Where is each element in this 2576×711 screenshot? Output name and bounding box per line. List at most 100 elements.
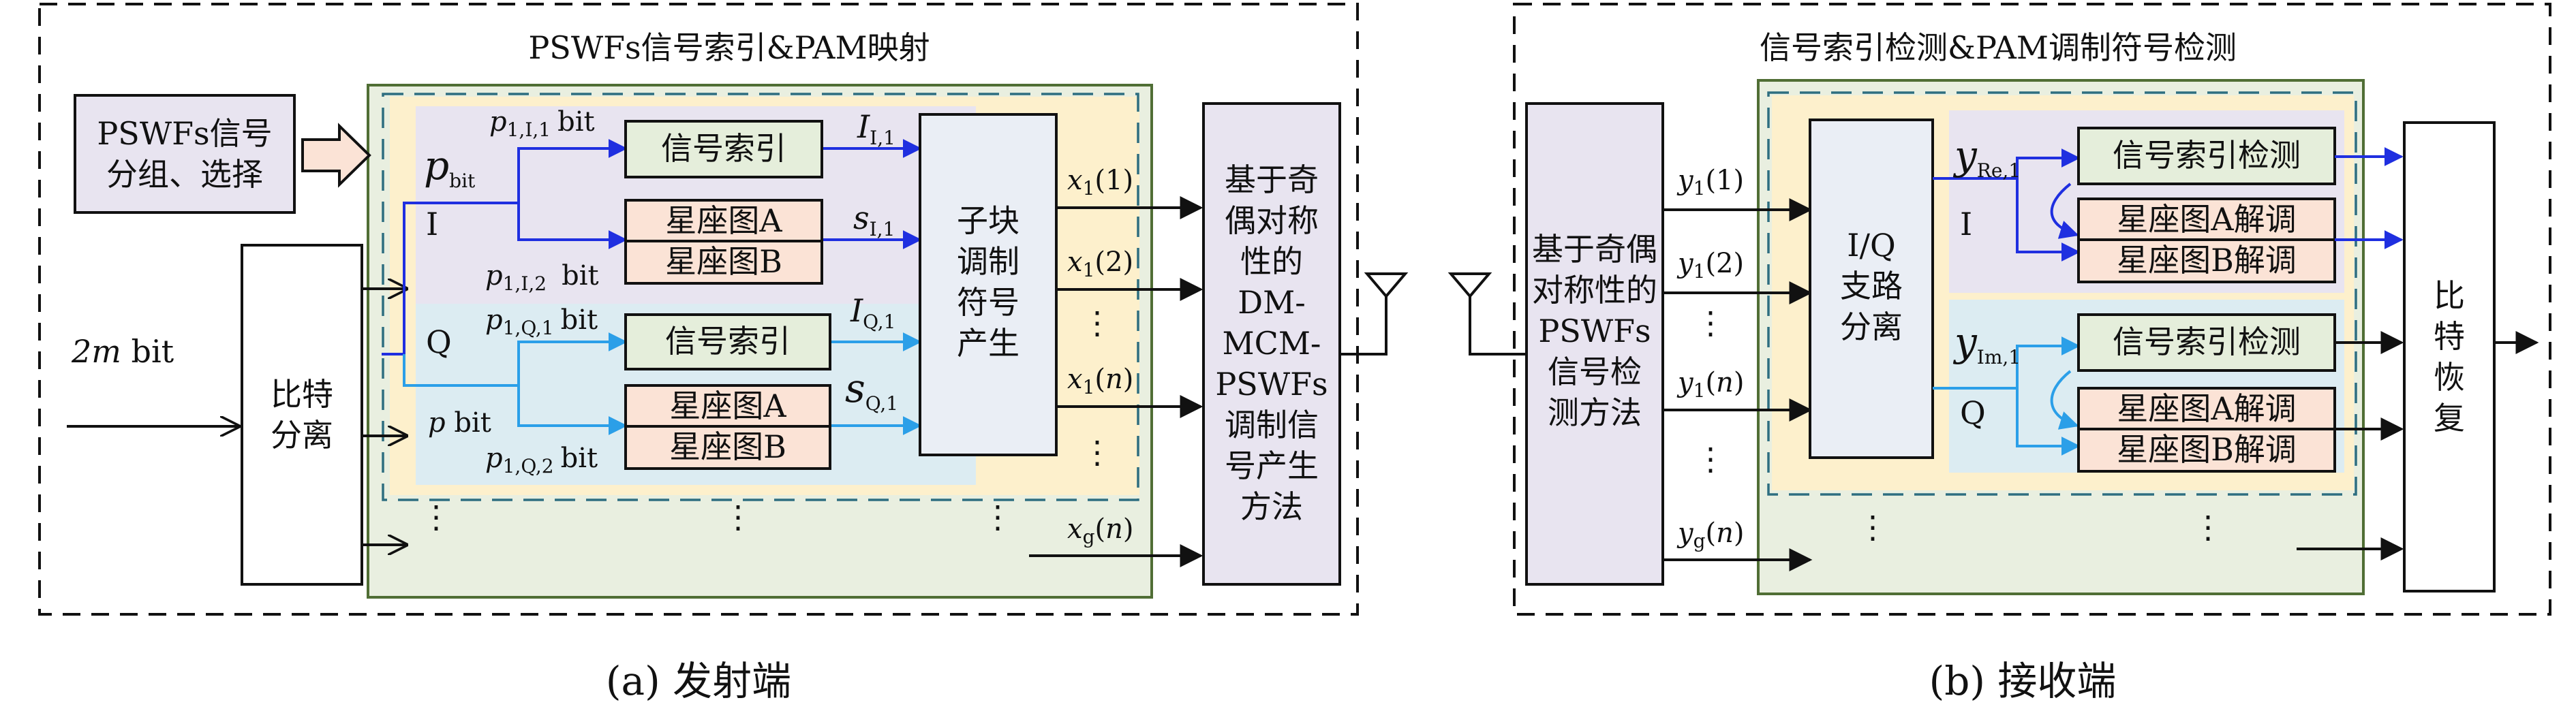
recover-line3: 恢	[2434, 359, 2465, 396]
tx-antenna-icon	[1364, 272, 1409, 299]
rx-q-demod-a-text: 星座图A解调	[2117, 390, 2296, 427]
subblock-line4: 产生	[957, 325, 1019, 362]
rx-q-curve	[2050, 370, 2079, 430]
y-dots-2: ⋮	[1695, 441, 1726, 477]
s-q1-label: sQ,1	[845, 365, 898, 415]
recover-line2: 特	[2434, 318, 2465, 355]
tx-i-const-b-box	[624, 240, 823, 285]
q-path-const	[517, 385, 628, 435]
tx-i-signal-index-box	[624, 120, 823, 178]
recover-line1: 比	[2434, 277, 2465, 314]
hollow-arrow	[301, 123, 371, 188]
receiver-section: 信号索引检测&PAM调制符号检测 基于奇偶 对称性的 PSWFs 信号检 测方法…	[1447, 3, 2551, 704]
subblock-mod-box	[919, 113, 1058, 456]
bit-split-line2: 分离	[271, 417, 333, 454]
detection-method-box	[1525, 102, 1664, 586]
rx-q-demod-b-text: 星座图B解调	[2117, 431, 2297, 468]
dm-line5: MCM-	[1223, 325, 1321, 362]
rx-q-demod-b-box	[2077, 428, 2336, 473]
rx-dots-b: ⋮	[2192, 509, 2224, 546]
rx-i-demod-b-text: 星座图B解调	[2117, 242, 2297, 279]
rx-section-title: 信号索引检测&PAM调制符号检测	[1760, 29, 2237, 66]
tx-outer-frame	[38, 3, 1359, 616]
x1-1-label: x1(1)	[1067, 165, 1133, 200]
i-path-index	[382, 139, 628, 356]
dm-line1: 基于奇	[1225, 161, 1319, 198]
tx-section-title: PSWFs信号索引&PAM映射	[528, 29, 930, 66]
y1-1-label: y1(1)	[1676, 165, 1744, 200]
rx-caption: (b) 接收端	[1929, 658, 2117, 704]
tx-caption: (a) 发射端	[606, 658, 791, 704]
iq-line1: I/Q	[1847, 227, 1895, 264]
rx-i-demod-a-text: 星座图A解调	[2117, 201, 2296, 238]
y-re1-label: yRe,1	[1952, 132, 2021, 182]
det-line2: 对称性的	[1532, 272, 1657, 309]
tx-i-const-a-text: 星座图A	[665, 202, 782, 239]
transmitter-section: PSWFs信号索引&PAM映射 PSWFs信号 分组、选择 2m bit 比特 …	[38, 3, 1409, 704]
dm-line9: 方法	[1240, 488, 1303, 525]
rx-i-demod-a-box	[2077, 198, 2336, 241]
rx-dashed-group	[1767, 91, 2357, 496]
bit-split-box	[241, 244, 363, 586]
tx-i-signal-index-text: 信号索引	[661, 130, 786, 167]
rx-dots-a: ⋮	[1857, 509, 1888, 546]
tx-i-const-b-text: 星座图B	[665, 243, 782, 280]
rx-i-path-demod	[2016, 178, 2081, 262]
x-dots-2: ⋮	[1082, 434, 1113, 471]
det-line3: PSWFs	[1538, 313, 1651, 349]
tx-q-const-a-text: 星座图A	[669, 388, 786, 424]
rx-antenna-feed	[1469, 296, 1527, 356]
p-bit2-label: p bit	[428, 407, 491, 439]
group-select-line1: PSWFs信号	[97, 115, 272, 152]
tx-dots-c: ⋮	[982, 499, 1013, 535]
dm-mcm-box	[1202, 102, 1341, 586]
tx-i-const-a-box	[624, 199, 823, 242]
group-select-box	[74, 94, 296, 214]
rx-q-path-index	[1933, 336, 2081, 390]
dm-line3: 性的	[1240, 243, 1303, 280]
dm-line7: 调制信	[1225, 407, 1319, 443]
tx-q-signal-index-box	[624, 313, 831, 370]
rx-q-index-det-text: 信号索引检测	[2113, 323, 2301, 360]
subblock-line2: 调制	[957, 243, 1019, 280]
iq-line3: 分离	[1840, 309, 1903, 345]
y-dots: ⋮	[1695, 304, 1726, 341]
dm-line2: 偶对称	[1225, 202, 1319, 239]
subblock-line1: 子块	[957, 202, 1019, 239]
dm-line8: 号产生	[1225, 447, 1319, 484]
rx-i-demod-b-box	[2077, 238, 2336, 283]
y1-n-label: y1(n)	[1676, 367, 1744, 402]
rx-i-path-index	[1933, 148, 2081, 180]
bit-recover-box	[2403, 121, 2496, 592]
rx-i-index-det-text: 信号索引检测	[2113, 137, 2301, 174]
rx-q-label: Q	[1960, 394, 1986, 431]
p-bit-label: pbit	[424, 142, 476, 192]
i-path-const	[517, 203, 628, 249]
rx-q-index-det-box	[2077, 313, 2336, 372]
tx-dots-b: ⋮	[722, 499, 754, 535]
rx-i-curve	[2050, 183, 2079, 239]
s-i1-label: sI,1	[853, 200, 895, 240]
rx-i-label: I	[1960, 206, 1972, 242]
x1-n-label: x1(n)	[1067, 364, 1133, 398]
tx-q-const-b-box	[624, 425, 831, 470]
y1-2-label: y1(2)	[1676, 248, 1744, 283]
iq-line2: 支路	[1840, 268, 1903, 304]
tx-q-signal-index-text: 信号索引	[665, 323, 791, 360]
tx-antenna-feed	[1340, 296, 1387, 356]
tx-q-const-b-text: 星座图B	[669, 428, 786, 465]
recover-line4: 复	[2434, 400, 2465, 437]
tx-i-label: I	[426, 206, 438, 242]
i-q1-label: IQ,1	[850, 292, 895, 333]
rx-antenna-icon	[1447, 272, 1492, 299]
yg-n-label: yg(n)	[1676, 518, 1745, 552]
tx-q-const-a-box	[624, 384, 831, 428]
det-line4: 信号检	[1548, 353, 1642, 390]
i-i1-label: II,1	[857, 108, 895, 149]
x1-2-label: x1(2)	[1067, 247, 1133, 281]
group-select-line2: 分组、选择	[106, 156, 263, 193]
